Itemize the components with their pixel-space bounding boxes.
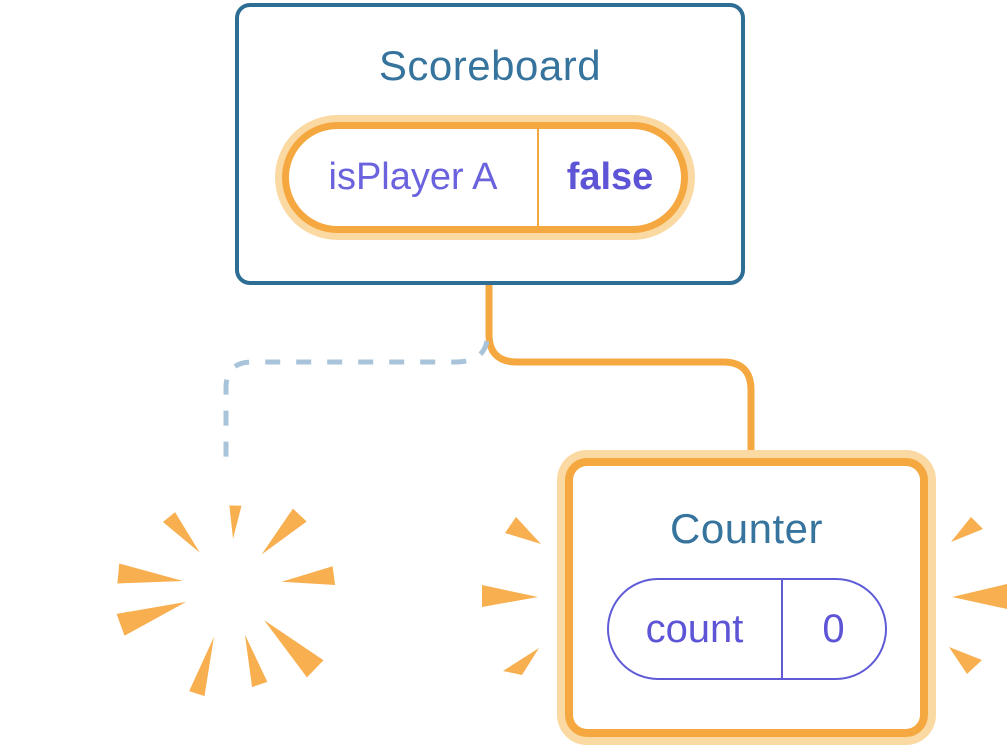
destroyed-card bbox=[88, 457, 371, 725]
counter-card: Counter count 0 bbox=[557, 450, 936, 745]
scoreboard-state-value: false bbox=[566, 156, 654, 198]
scoreboard-card: Scoreboard isPlayer A false bbox=[235, 3, 745, 285]
scoreboard-state-pill: isPlayer A false bbox=[282, 122, 688, 233]
counter-state-pill: count 0 bbox=[606, 578, 887, 681]
burst-ray bbox=[264, 620, 324, 678]
emphasis-rays-right-icon bbox=[949, 517, 1007, 674]
counter-state-value: 0 bbox=[822, 606, 845, 651]
counter-card-body: Counter count 0 bbox=[573, 466, 920, 729]
emphasis-rays-left-icon bbox=[482, 517, 541, 675]
pill-divider bbox=[537, 129, 539, 226]
burst-ray bbox=[116, 601, 187, 636]
scoreboard-state-key: isPlayer A bbox=[328, 156, 498, 198]
emphasis-ray bbox=[951, 517, 983, 542]
burst-ray bbox=[189, 636, 214, 697]
scoreboard-title: Scoreboard bbox=[378, 42, 602, 89]
burst-ray bbox=[261, 508, 307, 555]
counter-title: Counter bbox=[670, 505, 823, 552]
burst-ray bbox=[117, 563, 184, 584]
burst-ray bbox=[162, 512, 200, 553]
burst-ray bbox=[229, 505, 242, 539]
emphasis-ray bbox=[505, 517, 541, 544]
emphasis-ray bbox=[482, 585, 538, 607]
connector-solid-line bbox=[485, 285, 755, 456]
pill-divider bbox=[780, 580, 783, 679]
emphasis-ray bbox=[949, 647, 982, 674]
emphasis-ray bbox=[952, 584, 1007, 609]
burst-ray bbox=[244, 634, 268, 688]
burst-ray bbox=[281, 566, 336, 586]
counter-card-border: Counter count 0 bbox=[565, 458, 928, 737]
burst-rays-icon bbox=[116, 505, 336, 697]
connector-dashed-line bbox=[223, 340, 490, 459]
counter-state-key: count bbox=[645, 606, 744, 651]
emphasis-ray bbox=[503, 648, 539, 675]
